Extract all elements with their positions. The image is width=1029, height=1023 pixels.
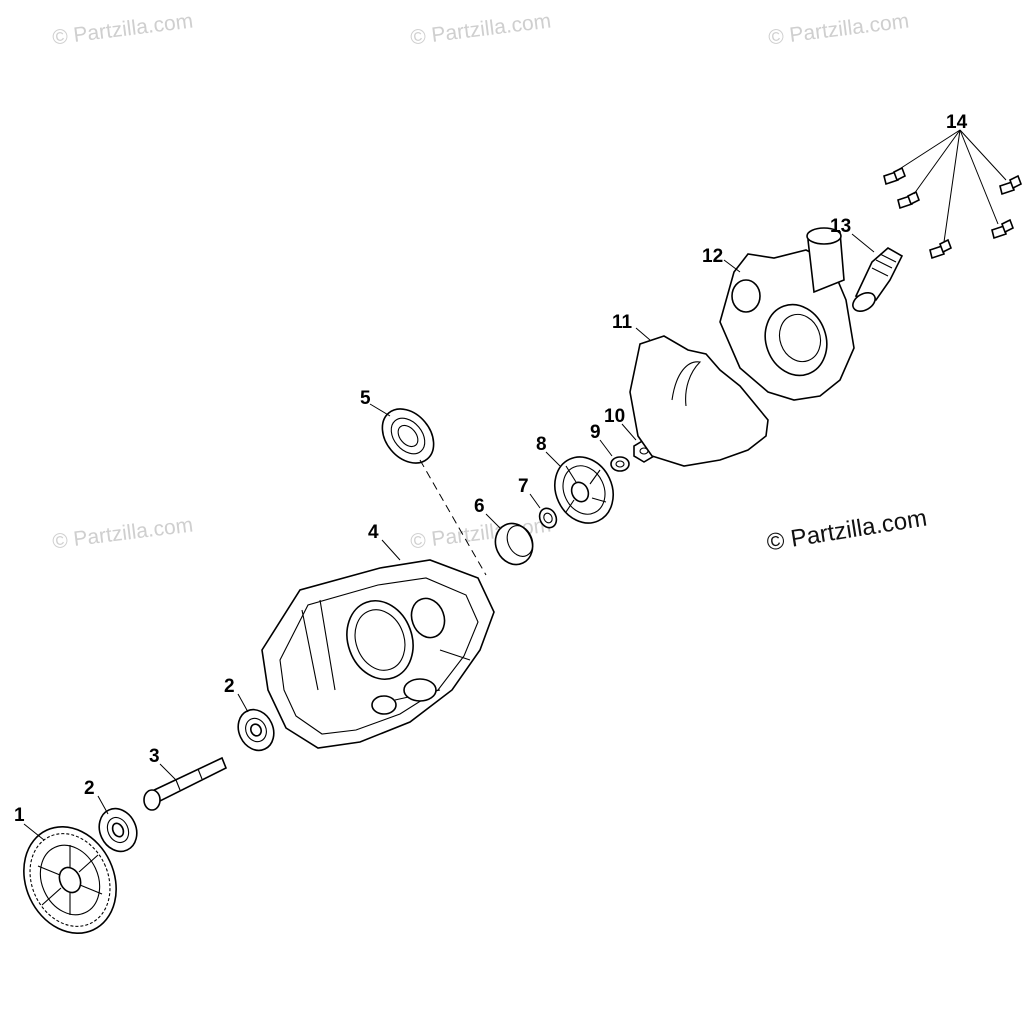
bolt[interactable]: [883, 166, 907, 186]
bolt[interactable]: [929, 238, 953, 260]
part-4-pump-housing[interactable]: [261, 559, 495, 749]
part-9-washer[interactable]: [610, 456, 630, 472]
callout-4: 4: [368, 522, 379, 543]
part-6-bushing[interactable]: [489, 517, 539, 570]
part-7-washer[interactable]: [537, 506, 560, 531]
callout-10: 10: [604, 406, 625, 427]
part-14-bolts[interactable]: [883, 166, 1023, 260]
callout-7: 7: [518, 476, 529, 497]
callout-13: 13: [830, 216, 851, 237]
callout-12: 12: [702, 246, 723, 267]
leader-lines: [23, 129, 1007, 841]
callout-6: 6: [474, 496, 485, 517]
bolt[interactable]: [999, 174, 1023, 196]
part-11-gasket[interactable]: [629, 335, 769, 467]
part-13-hose-fitting[interactable]: [850, 247, 904, 315]
seal-alignment-line: [419, 459, 487, 576]
bolt[interactable]: [991, 218, 1015, 240]
callout-11: 11: [612, 312, 633, 333]
callout-5: 5: [360, 388, 371, 409]
part-8-impeller[interactable]: [544, 447, 623, 532]
callout-14: 14: [946, 112, 968, 133]
callout-2-lower: 2: [84, 778, 95, 799]
part-3-shaft[interactable]: [143, 756, 228, 811]
part-2-bearing-lower[interactable]: [92, 802, 143, 857]
bolt[interactable]: [897, 190, 921, 210]
callout-2-upper: 2: [224, 676, 235, 697]
callout-8: 8: [536, 434, 547, 455]
callout-3: 3: [149, 746, 160, 767]
callout-9: 9: [590, 422, 601, 443]
callout-1: 1: [14, 805, 25, 826]
part-2-bearing-upper[interactable]: [232, 704, 281, 756]
part-5-seal[interactable]: [372, 399, 444, 473]
part-1-gear[interactable]: [7, 812, 133, 949]
part-12-pump-cover[interactable]: [719, 227, 855, 401]
